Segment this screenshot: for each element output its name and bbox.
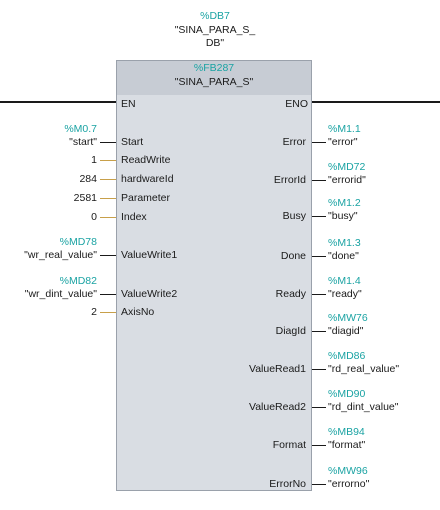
input-wire xyxy=(100,179,116,180)
input-pin-label[interactable]: AxisNo xyxy=(121,306,155,318)
output-address: %MD86 xyxy=(328,350,366,362)
output-wire xyxy=(312,180,326,181)
function-block-name: "SINA_PARA_S" xyxy=(174,76,254,88)
input-wire xyxy=(100,160,116,161)
output-value[interactable]: "done" xyxy=(328,250,359,262)
output-pin-label[interactable]: Busy xyxy=(282,210,306,222)
output-wire xyxy=(312,216,326,217)
output-wire xyxy=(312,369,326,370)
output-address: %MD90 xyxy=(328,388,366,400)
input-value[interactable]: 284 xyxy=(79,173,97,185)
input-value[interactable]: 1 xyxy=(91,154,97,166)
input-value[interactable]: "wr_dint_value" xyxy=(24,288,97,300)
output-address: %M1.2 xyxy=(328,197,361,209)
output-address: %M1.1 xyxy=(328,123,361,135)
en-pin[interactable]: EN xyxy=(121,98,136,110)
output-address: %MW96 xyxy=(328,465,368,477)
input-value[interactable]: 0 xyxy=(91,211,97,223)
input-wire xyxy=(100,294,116,295)
function-block[interactable] xyxy=(116,60,312,491)
output-address: %M1.3 xyxy=(328,237,361,249)
input-value[interactable]: "wr_real_value" xyxy=(24,249,97,261)
input-pin-label[interactable]: ValueWrite1 xyxy=(121,249,178,261)
input-value[interactable]: 2581 xyxy=(73,192,97,204)
power-rail-right xyxy=(312,101,440,103)
output-value[interactable]: "errorno" xyxy=(328,478,370,490)
output-value[interactable]: "diagid" xyxy=(328,325,364,337)
instance-db-address: %DB7 xyxy=(200,10,230,22)
output-pin-label[interactable]: ErrorId xyxy=(273,174,306,186)
power-rail-left xyxy=(0,101,116,103)
output-pin-label[interactable]: ValueRead1 xyxy=(248,363,306,375)
output-wire xyxy=(312,142,326,143)
input-pin-label[interactable]: ReadWrite xyxy=(121,154,171,166)
function-block-header xyxy=(117,61,311,95)
output-pin-label[interactable]: Ready xyxy=(275,288,306,300)
output-pin-label[interactable]: ErrorNo xyxy=(269,478,306,490)
input-wire xyxy=(100,312,116,313)
input-wire xyxy=(100,217,116,218)
input-address: %MD78 xyxy=(59,236,97,248)
output-wire xyxy=(312,331,326,332)
output-address: %MW76 xyxy=(328,312,368,324)
output-value[interactable]: "rd_dint_value" xyxy=(328,401,399,413)
output-address: %MB94 xyxy=(328,426,365,438)
output-value[interactable]: "format" xyxy=(328,439,366,451)
instance-db-name-line1: "SINA_PARA_S_ xyxy=(174,24,256,36)
eno-pin[interactable]: ENO xyxy=(285,98,308,110)
input-wire xyxy=(100,255,116,256)
output-pin-label[interactable]: DiagId xyxy=(275,325,306,337)
input-wire xyxy=(100,198,116,199)
input-pin-label[interactable]: ValueWrite2 xyxy=(121,288,178,300)
input-pin-label[interactable]: Parameter xyxy=(121,192,171,204)
output-address: %M1.4 xyxy=(328,275,361,287)
output-value[interactable]: "errorid" xyxy=(328,174,366,186)
input-address: %MD82 xyxy=(59,275,97,287)
function-block-address: %FB287 xyxy=(193,62,235,74)
output-wire xyxy=(312,407,326,408)
output-value[interactable]: "ready" xyxy=(328,288,362,300)
input-wire xyxy=(100,142,116,143)
output-wire xyxy=(312,445,326,446)
input-pin-label[interactable]: Index xyxy=(121,211,147,223)
output-wire xyxy=(312,484,326,485)
output-wire xyxy=(312,294,326,295)
output-pin-label[interactable]: Done xyxy=(280,250,306,262)
output-pin-label[interactable]: Format xyxy=(272,439,306,451)
input-value[interactable]: 2 xyxy=(91,306,97,318)
input-pin-label[interactable]: hardwareId xyxy=(121,173,174,185)
output-value[interactable]: "error" xyxy=(328,136,358,148)
output-value[interactable]: "busy" xyxy=(328,210,358,222)
output-pin-label[interactable]: Error xyxy=(282,136,306,148)
output-wire xyxy=(312,256,326,257)
output-pin-label[interactable]: ValueRead2 xyxy=(248,401,306,413)
output-address: %MD72 xyxy=(328,161,366,173)
input-pin-label[interactable]: Start xyxy=(121,136,144,148)
input-address: %M0.7 xyxy=(64,123,97,135)
instance-db-name-line2: DB" xyxy=(205,37,225,49)
output-value[interactable]: "rd_real_value" xyxy=(328,363,400,375)
input-value[interactable]: "start" xyxy=(69,136,97,148)
